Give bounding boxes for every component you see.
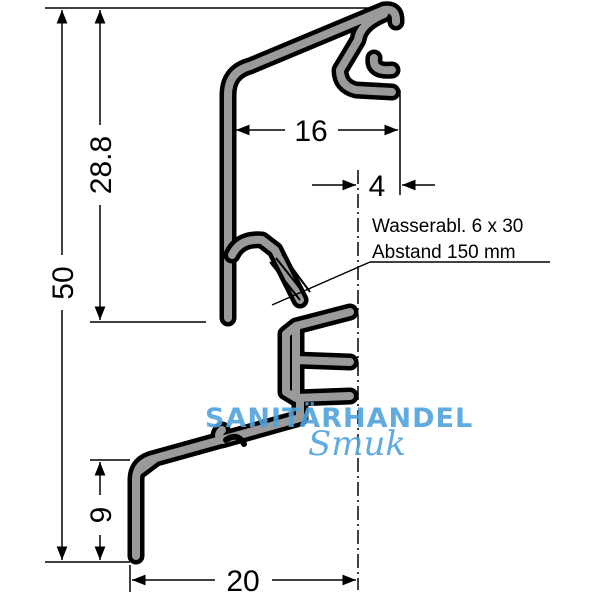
extension-lines xyxy=(45,7,550,592)
dim-9-label: 9 xyxy=(85,507,118,524)
watermark-script: Smuk xyxy=(308,424,406,464)
dim-16-label: 16 xyxy=(294,115,327,148)
dim-50-label: 50 xyxy=(47,266,80,299)
profile-upper xyxy=(219,1,405,327)
dim-20-label: 20 xyxy=(226,565,259,598)
note-spacing: Abstand 150 mm xyxy=(372,242,516,263)
note-drainage: Wasserabl. 6 x 30 xyxy=(372,216,523,237)
watermark-text: SANITÄRHANDEL xyxy=(205,402,473,434)
dim-28-8-label: 28.8 xyxy=(85,136,118,194)
dimension-lines xyxy=(56,10,435,586)
drain-slot-hatch xyxy=(269,253,311,301)
profile-lower xyxy=(127,303,359,565)
dim-4-label: 4 xyxy=(369,170,386,203)
